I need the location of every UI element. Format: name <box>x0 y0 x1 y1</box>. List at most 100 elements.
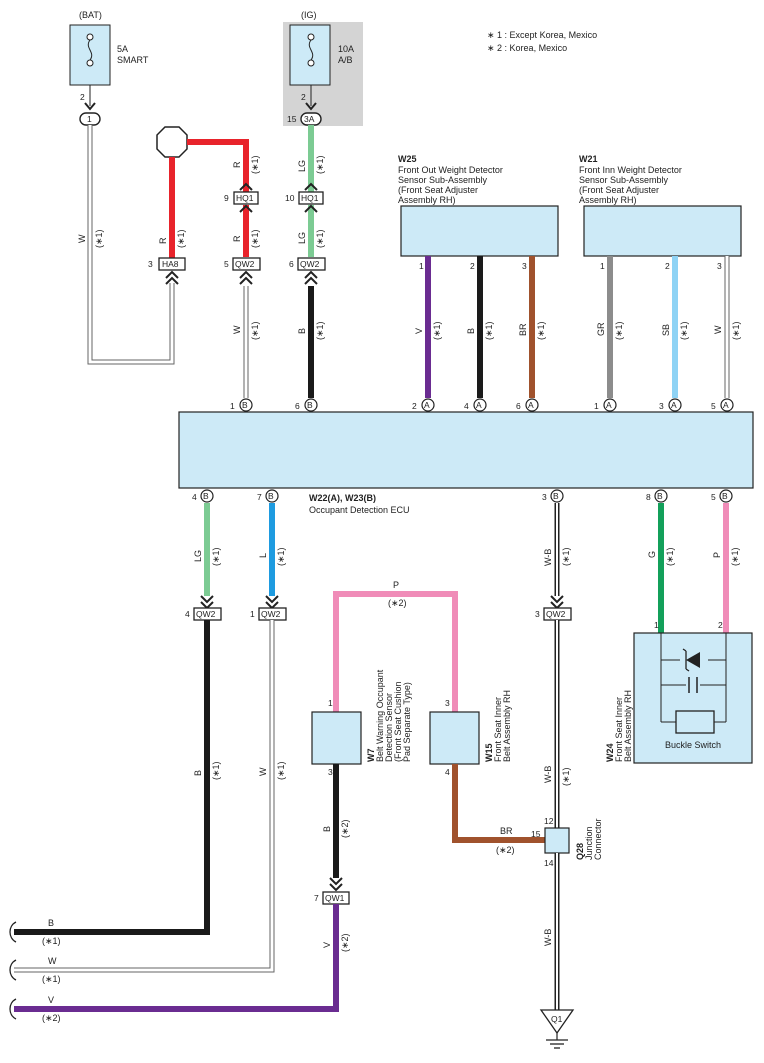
svg-text:9: 9 <box>224 193 229 203</box>
splice-octagon <box>156 126 188 158</box>
wire-label-b2: B <box>466 328 476 334</box>
q28-pin-15: 15 <box>531 829 541 839</box>
w25-pin-1: 1 <box>419 261 424 271</box>
svg-text:5: 5 <box>711 492 716 502</box>
output-w-label: W <box>48 956 57 966</box>
w7-line-2: Detection Sensor <box>384 693 394 762</box>
wire-label-lg2: LG <box>193 550 203 562</box>
note-ha8-r: (∗1) <box>176 229 186 248</box>
w25-code: W25 <box>398 154 417 164</box>
svg-text:7: 7 <box>257 492 262 502</box>
w25-pin-2: 2 <box>470 261 475 271</box>
svg-text:10: 10 <box>285 193 295 203</box>
capacitor-icon <box>686 676 700 694</box>
wire-label-p: P <box>712 552 722 558</box>
svg-text:2: 2 <box>412 401 417 411</box>
wire-label-qw2-lg: LG <box>297 232 307 244</box>
ground-q1: Q1 <box>539 1009 575 1049</box>
w25-line-1: Front Out Weight Detector <box>398 165 503 175</box>
svg-text:1: 1 <box>230 401 235 411</box>
connector-hq1-b: HQ1 10 <box>285 182 324 213</box>
ig-source-label: (IG) <box>301 10 317 20</box>
w7-box <box>311 711 362 765</box>
note-p-loop: (∗2) <box>388 598 407 608</box>
ecu-box <box>178 411 754 489</box>
wire-label-p-loop: P <box>393 580 399 590</box>
wire-label-v-bottom: V <box>322 942 332 948</box>
q28-box <box>544 827 570 854</box>
connector-qw2-e: QW2 3 <box>535 595 572 621</box>
ecu-top-pin-4: 4 A <box>464 398 487 412</box>
ig-connector-label: 3A <box>304 114 315 124</box>
connector-qw2-c: QW2 4 <box>185 595 222 621</box>
note-p: (∗1) <box>730 547 740 566</box>
w21-box <box>583 205 742 257</box>
note-bat-w: (∗1) <box>94 229 104 248</box>
note-w-bottom: (∗1) <box>276 761 286 780</box>
ig-connector-pin: 15 <box>287 114 297 124</box>
ecu-bottom-pin-3: 3 B <box>542 489 564 503</box>
wire-break-icons <box>9 921 17 1020</box>
ig-fuse-name: A/B <box>338 55 353 65</box>
ecu-top-pin-2: 6 B <box>295 398 318 412</box>
note-g: (∗1) <box>665 547 675 566</box>
ecu-top-pin-7: 3 A <box>659 398 682 412</box>
w15-pin-bottom: 4 <box>445 767 450 777</box>
svg-text:B: B <box>657 491 663 501</box>
svg-text:1: 1 <box>250 609 255 619</box>
wire-b-bottom <box>14 620 210 935</box>
svg-text:3: 3 <box>148 259 153 269</box>
svg-text:A: A <box>606 400 612 410</box>
ig-fuse-icon <box>307 33 315 67</box>
note-br: (∗1) <box>536 321 546 340</box>
svg-text:QW1: QW1 <box>325 893 345 903</box>
svg-text:A: A <box>723 400 729 410</box>
wire-label-g: G <box>647 551 657 558</box>
note-w-ecu: (∗1) <box>250 321 260 340</box>
w21-pin-1: 1 <box>600 261 605 271</box>
bat-source-label: (BAT) <box>79 10 102 20</box>
svg-text:6: 6 <box>289 259 294 269</box>
ecu-bottom-pin-5: 5 B <box>711 489 733 503</box>
note-sb: (∗1) <box>679 321 689 340</box>
svg-text:4: 4 <box>464 401 469 411</box>
w15-code: W15 <box>484 743 494 762</box>
svg-text:HQ1: HQ1 <box>301 193 319 203</box>
w7-pin-top: 1 <box>328 698 333 708</box>
wire-label-b-w7: B <box>322 826 332 832</box>
wire-label-w-bottom: W <box>258 767 268 776</box>
wire-label-ha8-r: R <box>158 237 168 244</box>
w7-line-3: (Front Seat Cushion <box>393 681 403 762</box>
bat-connector-label: 1 <box>87 114 92 124</box>
w21-pin-3: 3 <box>717 261 722 271</box>
output-b-label: B <box>48 918 54 928</box>
svg-text:A: A <box>671 400 677 410</box>
note-b-bottom: (∗1) <box>211 761 221 780</box>
connector-qw2-a: QW2 5 <box>224 257 261 285</box>
wire-label-b-bottom: B <box>193 770 203 776</box>
note-lg2: (∗1) <box>211 547 221 566</box>
ecu-top-pin-6: 1 A <box>594 398 617 412</box>
w24-switch-label: Buckle Switch <box>665 740 721 750</box>
wire-p-loop <box>333 591 458 712</box>
w15-pin-top: 3 <box>445 698 450 708</box>
w21-line-4: Assembly RH) <box>579 195 637 205</box>
w21-line-2: Sensor Sub-Assembly <box>579 175 669 185</box>
q28-code: Q28 <box>575 843 585 860</box>
connector-qw1: QW1 7 <box>314 877 350 905</box>
svg-text:B: B <box>307 400 313 410</box>
wire-label-v: V <box>414 328 424 334</box>
note-2: ∗ 2 : Korea, Mexico <box>487 43 567 53</box>
ig-fuse-amps: 10A <box>338 44 354 54</box>
connector-hq1-a: HQ1 9 <box>224 182 259 213</box>
note-qw2-r: (∗1) <box>250 229 260 248</box>
w24-code: W24 <box>605 743 615 762</box>
wire-label-br: BR <box>518 323 528 336</box>
w15-box <box>429 711 480 765</box>
note-hq1-r: (∗1) <box>250 155 260 174</box>
wire-label-sb: SB <box>661 324 671 336</box>
note-b-ecu: (∗1) <box>315 321 325 340</box>
note-1: ∗ 1 : Except Korea, Mexico <box>487 30 597 40</box>
note-l: (∗1) <box>276 547 286 566</box>
